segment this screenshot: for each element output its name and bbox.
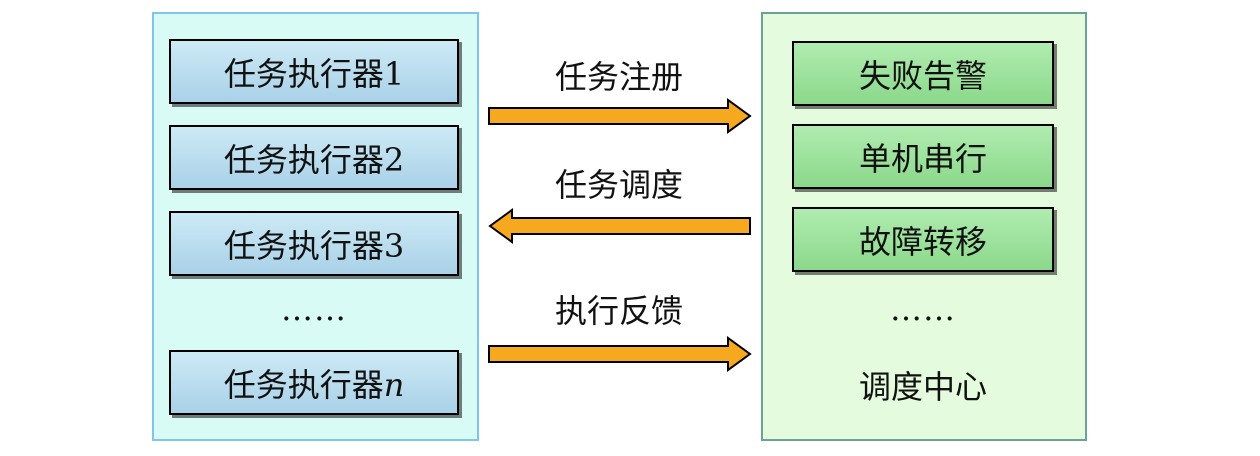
executor-label-n: 任务执行器n — [224, 360, 405, 406]
arrow-label-feedback: 执行反馈 — [554, 292, 683, 330]
executor-box-2: 任务执行器2 — [169, 125, 459, 190]
function-label-2: 单机串行 — [858, 139, 987, 178]
function-box-failover: 故障转移 — [792, 207, 1054, 272]
function-box-failure-alert: 失败告警 — [792, 41, 1054, 106]
executor-ellipsis: …… — [281, 290, 347, 328]
register-arrow-right — [488, 98, 752, 134]
dispatch-arrow-left — [488, 208, 751, 244]
function-label-3: 故障转移 — [858, 222, 987, 261]
function-ellipsis: …… — [890, 290, 956, 328]
executor-box-3: 任务执行器3 — [169, 211, 459, 276]
executor-label-n-suffix: n — [383, 365, 405, 404]
function-box-standalone-serial: 单机串行 — [792, 124, 1054, 189]
arrow-label-register: 任务注册 — [554, 58, 683, 96]
executor-label-2: 任务执行器2 — [223, 140, 405, 179]
executor-label-3: 任务执行器3 — [223, 226, 405, 265]
scheduling-center-label: 调度中心 — [858, 368, 987, 406]
arrow-label-dispatch: 任务调度 — [554, 166, 683, 204]
executor-box-n: 任务执行器n — [169, 350, 459, 415]
executor-box-1: 任务执行器1 — [169, 39, 459, 104]
executor-label-1: 任务执行器1 — [223, 54, 405, 93]
executor-label-n-prefix: 任务执行器 — [223, 365, 384, 404]
feedback-arrow-right — [488, 336, 752, 372]
function-label-1: 失败告警 — [858, 56, 987, 95]
